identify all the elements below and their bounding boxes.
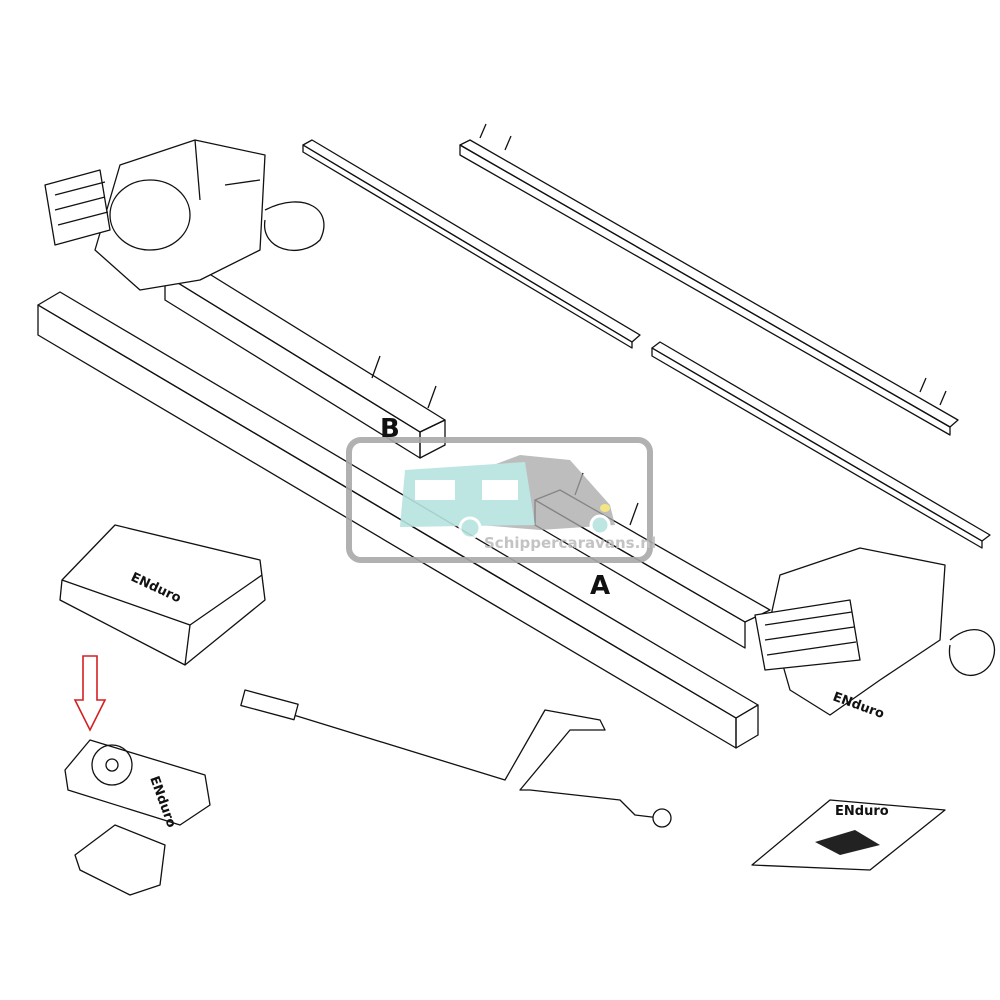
watermark: Schippercaravans.nl: [346, 437, 656, 563]
motor-b-arm: B: [164, 261, 446, 459]
motor-a: ENduro: [754, 547, 996, 722]
square-tube: [37, 291, 759, 749]
crank-handle: [240, 689, 672, 828]
manual-booklet: ENduro: [751, 799, 946, 871]
cross-bar-upper-left: [302, 139, 641, 349]
cross-bar-lower-right: [651, 341, 991, 549]
highlight-arrow-icon: [73, 655, 107, 732]
motor-b: [44, 139, 325, 291]
control-box: ENduro: [59, 524, 266, 666]
label-b: B: [380, 414, 400, 444]
watermark-text: Schippercaravans.nl: [484, 534, 656, 552]
remote-control: ENduro: [64, 739, 211, 830]
cross-bar-upper-right: [459, 123, 959, 436]
manual-logo: ENduro: [835, 804, 889, 819]
remote-holder: [74, 824, 166, 896]
label-a: A: [590, 571, 610, 601]
